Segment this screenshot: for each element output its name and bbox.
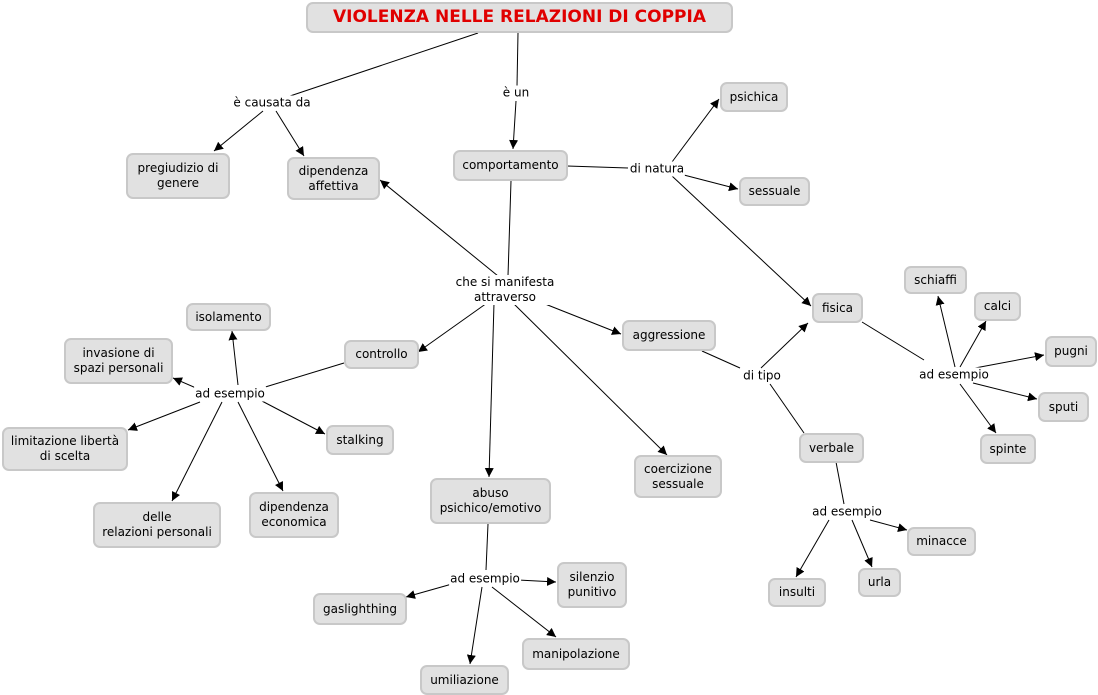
node-psichica[interactable]: psichica [720, 82, 788, 112]
node-insulti[interactable]: insulti [768, 578, 826, 607]
link-label-di-natura[interactable]: di natura [628, 161, 686, 177]
title-node[interactable]: VIOLENZA NELLE RELAZIONI DI COPPIA [306, 2, 733, 33]
node-abuso[interactable]: abuso psichico/emotivo [430, 478, 551, 524]
node-aggressione[interactable]: aggressione [622, 320, 716, 351]
node-calci[interactable]: calci [974, 292, 1021, 321]
node-relazioni-personali[interactable]: delle relazioni personali [93, 502, 221, 548]
link-label-di-tipo[interactable]: di tipo [742, 368, 782, 384]
node-gaslighting[interactable]: gaslighthing [313, 593, 407, 625]
node-urla[interactable]: urla [858, 568, 901, 597]
node-comportamento[interactable]: comportamento [453, 150, 568, 181]
node-sessuale[interactable]: sessuale [739, 177, 810, 206]
node-silenzio[interactable]: silenzio punitivo [557, 562, 627, 608]
node-dipendenza-economica[interactable]: dipendenza economica [249, 492, 339, 538]
node-stalking[interactable]: stalking [326, 425, 394, 455]
node-coercizione[interactable]: coercizione sessuale [634, 455, 722, 498]
node-sputi[interactable]: sputi [1038, 392, 1089, 422]
link-label-esempio-fisica[interactable]: ad esempio [918, 367, 990, 383]
node-umiliazione[interactable]: umiliazione [420, 665, 509, 695]
link-label-esempio-abuso[interactable]: ad esempio [449, 571, 521, 587]
node-pugni[interactable]: pugni [1045, 336, 1097, 367]
link-label-manifesta[interactable]: che si manifesta attraverso [454, 275, 556, 305]
node-limitazione[interactable]: limitazione libertà di scelta [2, 427, 128, 471]
node-fisica[interactable]: fisica [812, 293, 863, 323]
node-verbale[interactable]: verbale [799, 433, 864, 463]
node-invasione[interactable]: invasione di spazi personali [64, 338, 173, 384]
node-dipendenza-affettiva[interactable]: dipendenza affettiva [287, 157, 380, 200]
node-spinte[interactable]: spinte [980, 434, 1036, 464]
link-label-causata[interactable]: è causata da [232, 95, 312, 111]
link-label-esempio-controllo[interactable]: ad esempio [194, 386, 266, 402]
node-schiaffi[interactable]: schiaffi [904, 266, 967, 294]
node-manipolazione[interactable]: manipolazione [522, 638, 630, 670]
node-controllo[interactable]: controllo [344, 340, 419, 369]
node-isolamento[interactable]: isolamento [186, 303, 271, 331]
link-label-e-un[interactable]: è un [501, 85, 531, 101]
node-minacce[interactable]: minacce [907, 527, 976, 556]
link-label-esempio-verbale[interactable]: ad esempio [811, 504, 883, 520]
node-pregiudizio[interactable]: pregiudizio di genere [126, 153, 230, 199]
